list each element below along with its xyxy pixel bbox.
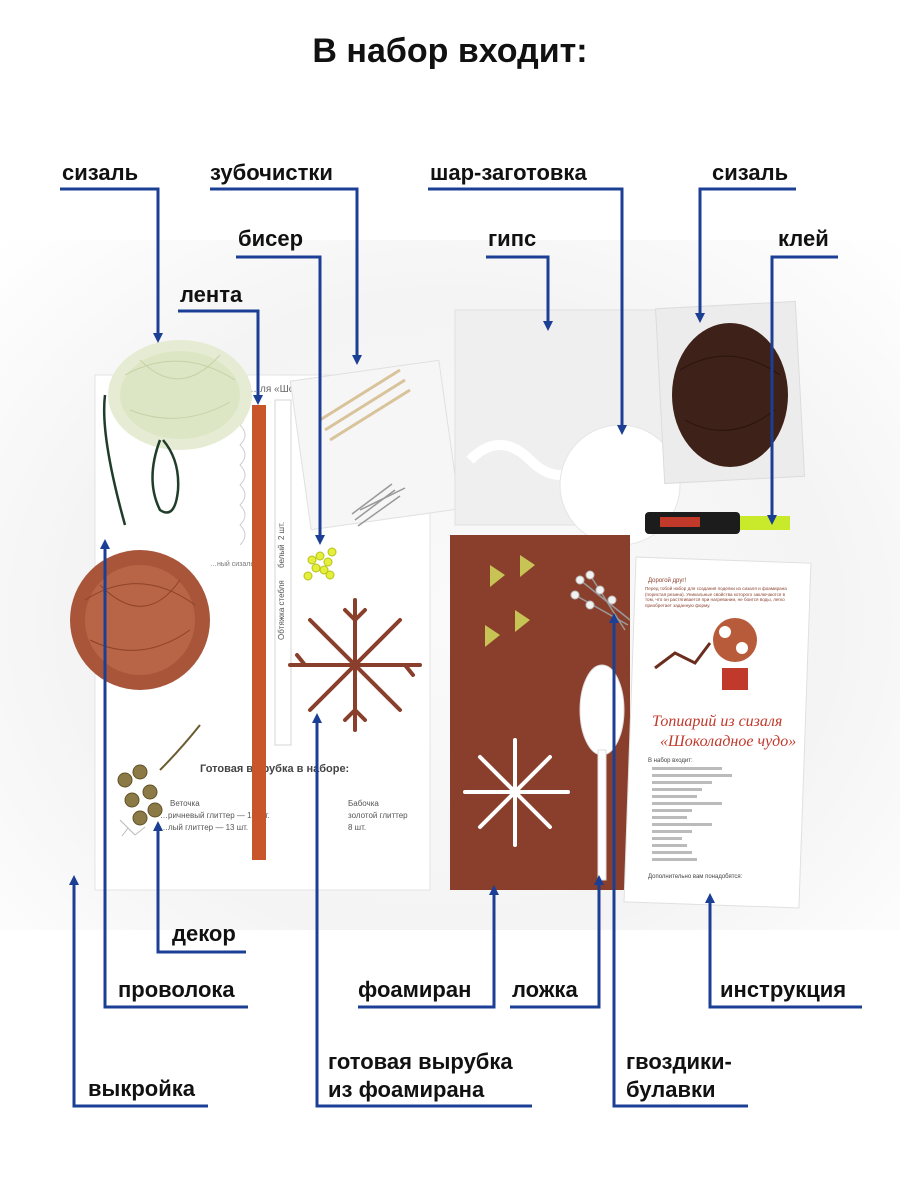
booklet-topiary-illustration <box>654 618 757 690</box>
leader-foamiran <box>358 885 499 1009</box>
label-sisal-left: сизаль <box>62 160 139 185</box>
pattern-stem-count: 2 шт. <box>277 522 286 540</box>
booklet-greeting: Дорогой друг! <box>648 577 687 584</box>
ribbon <box>252 405 266 860</box>
pattern-sheet-title: …ля «Шокола… <box>250 384 326 395</box>
toothpicks-bag <box>289 359 461 531</box>
label-instruction: инструкция <box>720 977 847 1002</box>
booklet-intro: Перед тобой набор для создания поделки и… <box>645 586 787 608</box>
label-pins-line1: гвоздики- <box>626 1049 732 1074</box>
pins <box>570 570 631 631</box>
kit-photo: …ля «Шокола… Готовая вырубка в наборе: В… <box>0 240 900 930</box>
white-foamiran-cutout <box>463 738 570 847</box>
brown-foamiran-cutout <box>288 598 422 732</box>
pattern-butterfly-caption: Бабочка <box>348 799 379 808</box>
label-beads: бисер <box>238 226 304 251</box>
label-toothpicks: зубочистки <box>210 160 333 185</box>
page-title: В набор входит: <box>312 32 588 70</box>
booklet-list <box>652 767 732 861</box>
label-foamiran: фоамиран <box>358 977 472 1002</box>
leader-sisal-left <box>60 187 163 343</box>
leader-decor <box>153 821 246 954</box>
booklet-list-title: В набор входит: <box>648 758 693 764</box>
label-pins: гвоздики- булавки <box>626 1048 732 1104</box>
pattern-stem-caption: Обтяжка стебля <box>277 580 286 640</box>
booklet-title-2: «Шоколадное чудо» <box>660 733 796 750</box>
pattern-sisal-caption: …ный сизаль <box>210 560 254 568</box>
dark-sisal-bag <box>655 300 806 485</box>
kit-contents-illustration: …ля «Шокола… Готовая вырубка в наборе: В… <box>70 300 812 909</box>
label-cutout-line1: готовая вырубка <box>328 1049 513 1074</box>
pattern-brown-caption: …ричневый глиттер — 13 шт. <box>160 811 270 820</box>
label-spoon: ложка <box>512 977 578 1002</box>
label-ball: шар-заготовка <box>430 160 587 185</box>
leader-glue <box>767 255 838 525</box>
label-pins-line2: булавки <box>626 1077 716 1102</box>
label-glue: клей <box>778 226 829 251</box>
pattern-white-caption: …лый глиттер — 13 шт. <box>160 823 248 832</box>
glue-tube <box>645 512 790 534</box>
label-ribbon: лента <box>180 282 243 307</box>
leader-beads <box>236 255 325 545</box>
wire <box>102 394 180 526</box>
booklet-more: Дополнительно вам понадобятся: <box>648 874 743 880</box>
pattern-gold-count: 8 шт. <box>348 823 366 832</box>
label-cutout-line2: из фоамирана <box>328 1077 485 1102</box>
leader-sisal-right <box>695 187 796 323</box>
leader-instruction <box>705 893 862 1009</box>
leader-toothpicks <box>210 187 362 365</box>
leader-cutout <box>312 713 532 1108</box>
label-cutout: готовая вырубка из фоамирана <box>328 1048 513 1104</box>
label-plaster: гипс <box>488 226 537 251</box>
beads <box>303 547 337 581</box>
leader-spoon <box>510 875 604 1009</box>
booklet-title-1: Топиарий из сизаля <box>652 713 782 730</box>
leader-plaster <box>486 255 553 331</box>
leader-wire <box>100 539 248 1009</box>
leader-ball <box>428 187 627 435</box>
pattern-twig-caption: Веточка <box>170 799 200 808</box>
leader-pattern <box>69 875 208 1108</box>
pattern-gold-caption: золотой глиттер <box>348 811 408 820</box>
label-pattern: выкройка <box>88 1076 195 1101</box>
white-sisal-bag <box>108 340 252 450</box>
instruction-booklet: Дорогой друг! Перед тобой набор для созд… <box>623 556 812 909</box>
pattern-ready-caption: Готовая вырубка в наборе: <box>200 763 349 775</box>
leader-ribbon <box>178 309 263 405</box>
label-wire: проволока <box>118 977 235 1002</box>
label-sisal-right: сизаль <box>712 160 789 185</box>
decor <box>117 724 201 826</box>
pattern-stem-white: белый <box>277 544 286 568</box>
label-decor: декор <box>172 921 236 946</box>
leader-pins <box>609 613 748 1108</box>
